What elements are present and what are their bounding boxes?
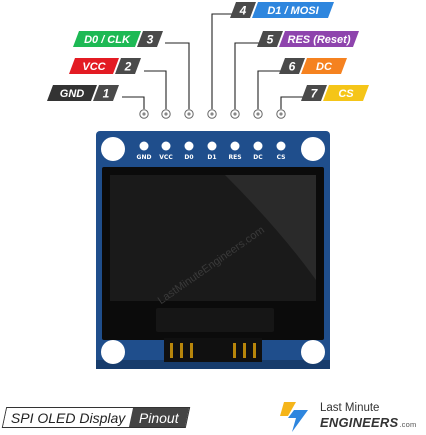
silkscreen-label: D1 (207, 154, 216, 161)
pin-label-2: VCC 2 (69, 58, 141, 74)
pin-name-box (73, 31, 141, 47)
pcb-pad (253, 141, 263, 151)
pin-number: 1 (103, 87, 110, 101)
pin-name-box (279, 31, 359, 47)
pin-number-box (93, 85, 119, 101)
pin-number: 7 (311, 87, 319, 101)
pcb-pad (139, 141, 149, 151)
mounting-hole-top-right (301, 137, 325, 161)
pin-lead (122, 96, 145, 109)
header-pads (139, 141, 286, 151)
pin-number: 4 (239, 4, 247, 18)
mounting-hole-bottom-right (301, 340, 325, 364)
pin-label-5: RES (Reset) 5 (257, 31, 359, 47)
footer-title: SPI OLED Display (2, 408, 134, 427)
brand-logo: Last Minute ENGINEERS.com (268, 396, 426, 435)
silkscreen-label: GND (137, 154, 152, 161)
pin-number-box (230, 2, 256, 18)
footer-title-box: SPI OLED Display Pinout (1, 407, 191, 428)
silkscreen-label: CS (277, 154, 286, 161)
pin-number: 2 (124, 60, 132, 74)
header-pin-center (233, 112, 237, 116)
pin-name: CS (338, 88, 354, 100)
pin-lead (165, 42, 190, 109)
pin-lead (211, 13, 232, 109)
lightning-icon (280, 402, 308, 432)
brand-line2: ENGINEERS.com (320, 415, 417, 430)
pin-name-box (252, 2, 334, 18)
header-pin-center (187, 112, 191, 116)
pin-lead (257, 70, 295, 109)
pin-number-box (257, 31, 283, 47)
pcb-pad (276, 141, 286, 151)
pin-label-1: GND 1 (47, 85, 119, 101)
pin-name: DC (316, 61, 333, 73)
flex-ribbon (164, 338, 262, 362)
pin-label-4: D1 / MOSI 4 (230, 2, 334, 18)
pin-number-box (279, 58, 305, 74)
silkscreen-label: RES (228, 154, 241, 161)
pin-name: D0 / CLK (84, 34, 131, 46)
mounting-hole-top-left (101, 137, 125, 161)
pin-name: D1 / MOSI (267, 5, 319, 17)
header-pins (139, 109, 286, 119)
silkscreen-labels: GND VCC D0 D1 RES DC CS (137, 154, 286, 161)
header-pin-center (164, 112, 168, 116)
header-pin-center (279, 112, 283, 116)
pin-label-6: DC 6 (279, 58, 347, 74)
pin-name: RES (Reset) (288, 34, 351, 46)
screen-reflection (225, 175, 316, 280)
pcb-edge-shade (96, 360, 330, 369)
pin-number: 3 (147, 33, 154, 47)
header-pin-center (210, 112, 214, 116)
pin-number-box (137, 31, 163, 47)
brand-line1: Last Minute (320, 402, 380, 414)
silkscreen-label: DC (253, 154, 263, 161)
pin-label-3: D0 / CLK 3 (73, 31, 163, 47)
pin-number-box (115, 58, 141, 74)
pin-name-box (323, 85, 369, 101)
header-pin-center (256, 112, 260, 116)
pin-lead (234, 42, 273, 109)
pin-name: GND (60, 88, 85, 100)
pin-lead (144, 70, 167, 109)
pin-name-box (47, 85, 97, 101)
brand-suffix: .com (399, 420, 417, 429)
footer: SPI OLED Display Pinout Last Minute ENGI… (0, 392, 426, 435)
pcb-pad (207, 141, 217, 151)
pin-name-box (69, 58, 119, 74)
pin-label-7: CS 7 (301, 85, 369, 101)
pin-name-box (301, 58, 347, 74)
pin-name: VCC (82, 61, 106, 73)
pcb-pad (161, 141, 171, 151)
silkscreen-label: VCC (159, 154, 173, 161)
header-pin-center (142, 112, 146, 116)
footer-tag: Pinout (129, 408, 190, 427)
silkscreen-label: D0 (184, 154, 193, 161)
ribbon-traces (170, 343, 256, 358)
pcb-pad (184, 141, 194, 151)
pcb-pad (230, 141, 240, 151)
mounting-hole-bottom-left (101, 340, 125, 364)
pin-number: 5 (267, 33, 274, 47)
pin-number: 6 (289, 60, 296, 74)
display-controller-chip (156, 308, 274, 332)
pin-number-box (301, 85, 327, 101)
